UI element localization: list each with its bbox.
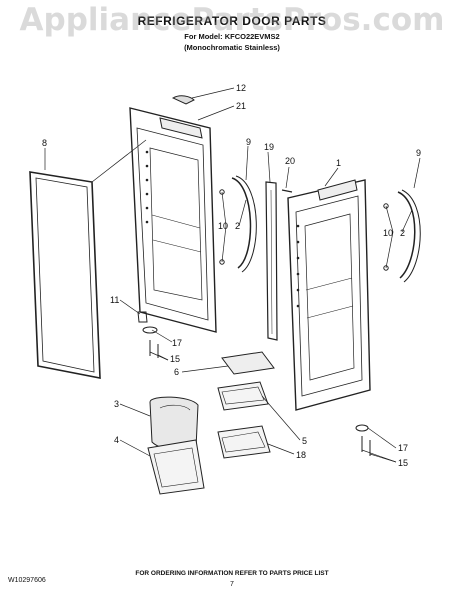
callout-8: 8 xyxy=(42,138,47,148)
callout-21: 21 xyxy=(236,101,246,111)
right-door-assembly xyxy=(287,179,371,411)
callout-6: 6 xyxy=(174,367,179,377)
callout-17-left: 17 xyxy=(172,338,182,348)
dairy-bin xyxy=(147,439,205,495)
model-line: For Model: KFCO22EVMS2 xyxy=(184,32,280,41)
callout-18: 18 xyxy=(296,450,306,460)
left-lower-hinge xyxy=(137,311,159,358)
callout-17-right: 17 xyxy=(398,443,408,453)
document-number: W10297606 xyxy=(8,577,46,584)
callout-10-left: 10 xyxy=(218,221,228,231)
page-number: 7 xyxy=(230,581,234,588)
ordering-note: FOR ORDERING INFORMATION REFER TO PARTS … xyxy=(135,570,329,577)
callout-2-right: 2 xyxy=(400,228,405,238)
callout-2-left: 2 xyxy=(235,221,240,231)
callout-11: 11 xyxy=(110,295,119,305)
callout-12: 12 xyxy=(236,83,246,93)
page-title: REFRIGERATOR DOOR PARTS xyxy=(137,14,327,28)
door-bin-lower xyxy=(217,425,271,459)
left-door-assembly xyxy=(129,95,217,333)
callout-15-right: 15 xyxy=(398,458,408,468)
callout-15-left: 15 xyxy=(170,354,180,364)
callout-1: 1 xyxy=(336,158,341,168)
callout-20: 20 xyxy=(285,156,295,166)
door-gasket xyxy=(29,171,101,379)
callout-4: 4 xyxy=(114,435,119,445)
page-subtitle: For Model: KFCO22EVMS2 (Monochromatic St… xyxy=(0,31,464,53)
leader-lines xyxy=(44,87,421,463)
callout-3: 3 xyxy=(114,399,119,409)
center-mullion xyxy=(265,181,293,341)
door-bin-upper xyxy=(217,381,269,411)
right-lower-hinge xyxy=(355,424,371,456)
bin-cover xyxy=(221,351,275,375)
callout-9-right: 9 xyxy=(416,148,421,158)
callout-labels: 12 21 8 9 19 20 1 9 10 2 10 2 11 17 15 6… xyxy=(42,83,421,468)
callout-5: 5 xyxy=(302,436,307,446)
callout-10-right: 10 xyxy=(383,228,393,238)
finish-line: (Monochromatic Stainless) xyxy=(184,43,280,52)
callout-19: 19 xyxy=(264,142,274,152)
right-handle xyxy=(383,189,421,283)
callout-9-left: 9 xyxy=(246,137,251,147)
